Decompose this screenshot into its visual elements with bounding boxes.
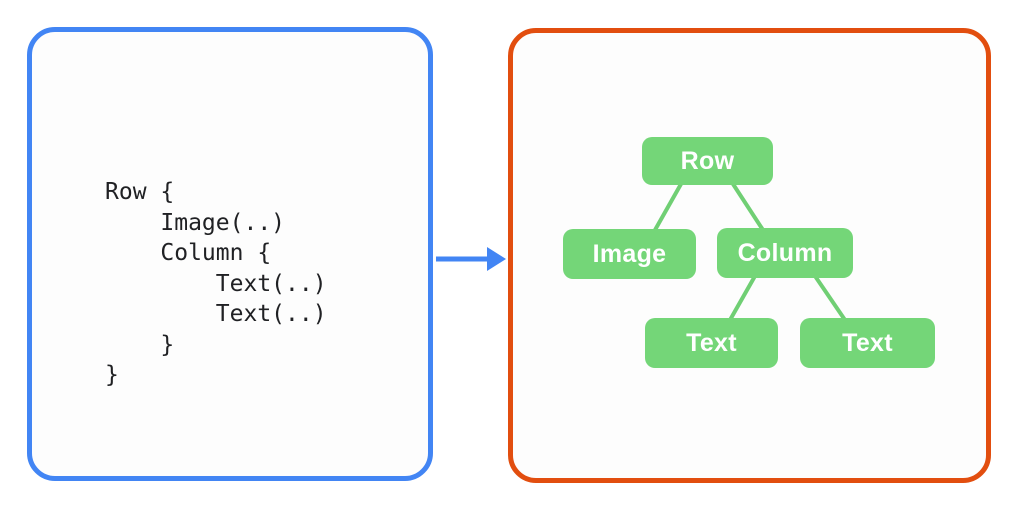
tree-node-text-1: Text (645, 318, 778, 368)
tree-node-row: Row (642, 137, 773, 185)
tree-node-image: Image (563, 229, 696, 279)
tree-node-label: Row (680, 146, 735, 175)
tree-node-text-2: Text (800, 318, 935, 368)
arrow-right-icon (436, 247, 506, 271)
code-block: Row { Image(..) Column { Text(..) Text(.… (105, 179, 327, 388)
tree-node-label: Column (737, 238, 833, 267)
code-panel (27, 27, 433, 481)
tree-node-label: Text (686, 328, 737, 357)
tree-node-label: Text (842, 328, 893, 357)
tree-node-column: Column (717, 228, 853, 278)
tree-node-label: Image (592, 239, 667, 268)
